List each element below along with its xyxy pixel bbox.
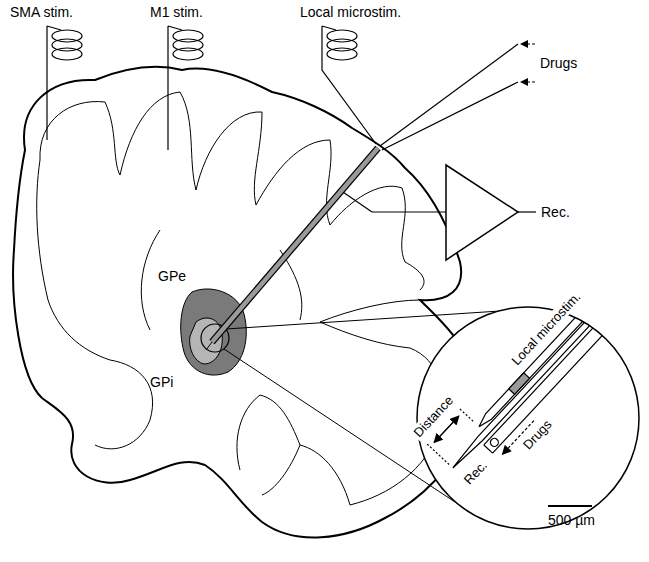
figure-label: Rec. [541,204,570,220]
coil-winding [173,48,203,60]
amplifier-symbol [446,165,518,260]
figure-label: Local microstim. [300,4,401,20]
gpe-region [181,289,247,375]
figure-label: SMA stim. [10,4,73,20]
stim-coil [47,26,61,140]
brain-outline [13,67,474,538]
figure-label: 500 µm [548,512,595,528]
coil-winding [52,48,82,60]
stim-coil [168,26,182,150]
figure-label: Drugs [540,55,577,71]
figure-label: M1 stim. [150,4,203,20]
scale-bar [548,505,592,507]
coil-winding [327,48,357,60]
figure-label: GPe [158,268,186,284]
figure-label: GPi [150,374,173,390]
